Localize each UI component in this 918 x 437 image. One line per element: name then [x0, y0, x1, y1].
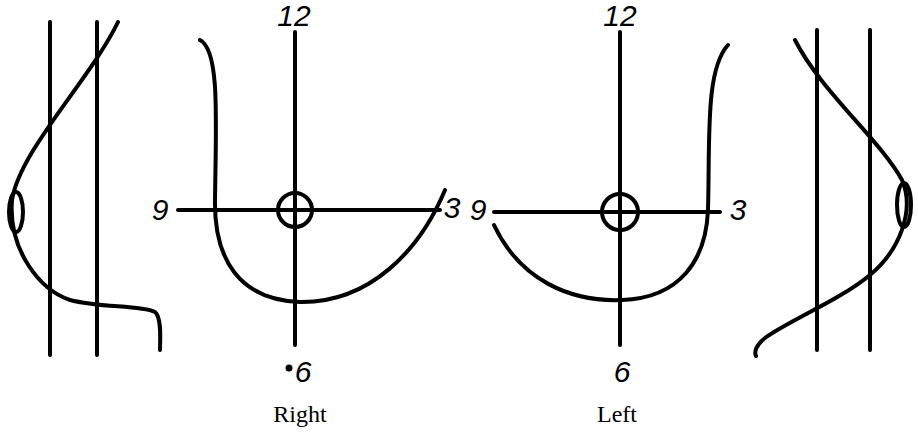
stray-dot	[288, 367, 291, 370]
clock-number: 3	[730, 195, 747, 225]
clock-number: 9	[152, 195, 169, 225]
clock-number: 3	[444, 193, 461, 223]
nipple-circle	[602, 194, 638, 230]
breast-profile	[755, 40, 906, 356]
nipple-profile	[9, 192, 23, 232]
breast-outline	[494, 45, 728, 300]
clock-number: 9	[470, 195, 487, 225]
nipple-profile	[897, 183, 911, 227]
clock-number: 6	[295, 357, 312, 387]
reference-line	[868, 30, 872, 350]
side-label: Right	[273, 402, 326, 426]
axis-line	[178, 208, 440, 212]
axis-line	[293, 32, 297, 345]
clock-number: 12	[277, 1, 310, 31]
breast-profile	[12, 22, 161, 350]
side-label: Left	[597, 402, 637, 426]
clock-number: 12	[603, 1, 636, 31]
nipple-circle	[278, 193, 312, 227]
breast-outline	[200, 40, 445, 302]
clock-number: 6	[614, 357, 631, 387]
reference-line	[48, 22, 52, 355]
axis-line	[494, 210, 720, 214]
